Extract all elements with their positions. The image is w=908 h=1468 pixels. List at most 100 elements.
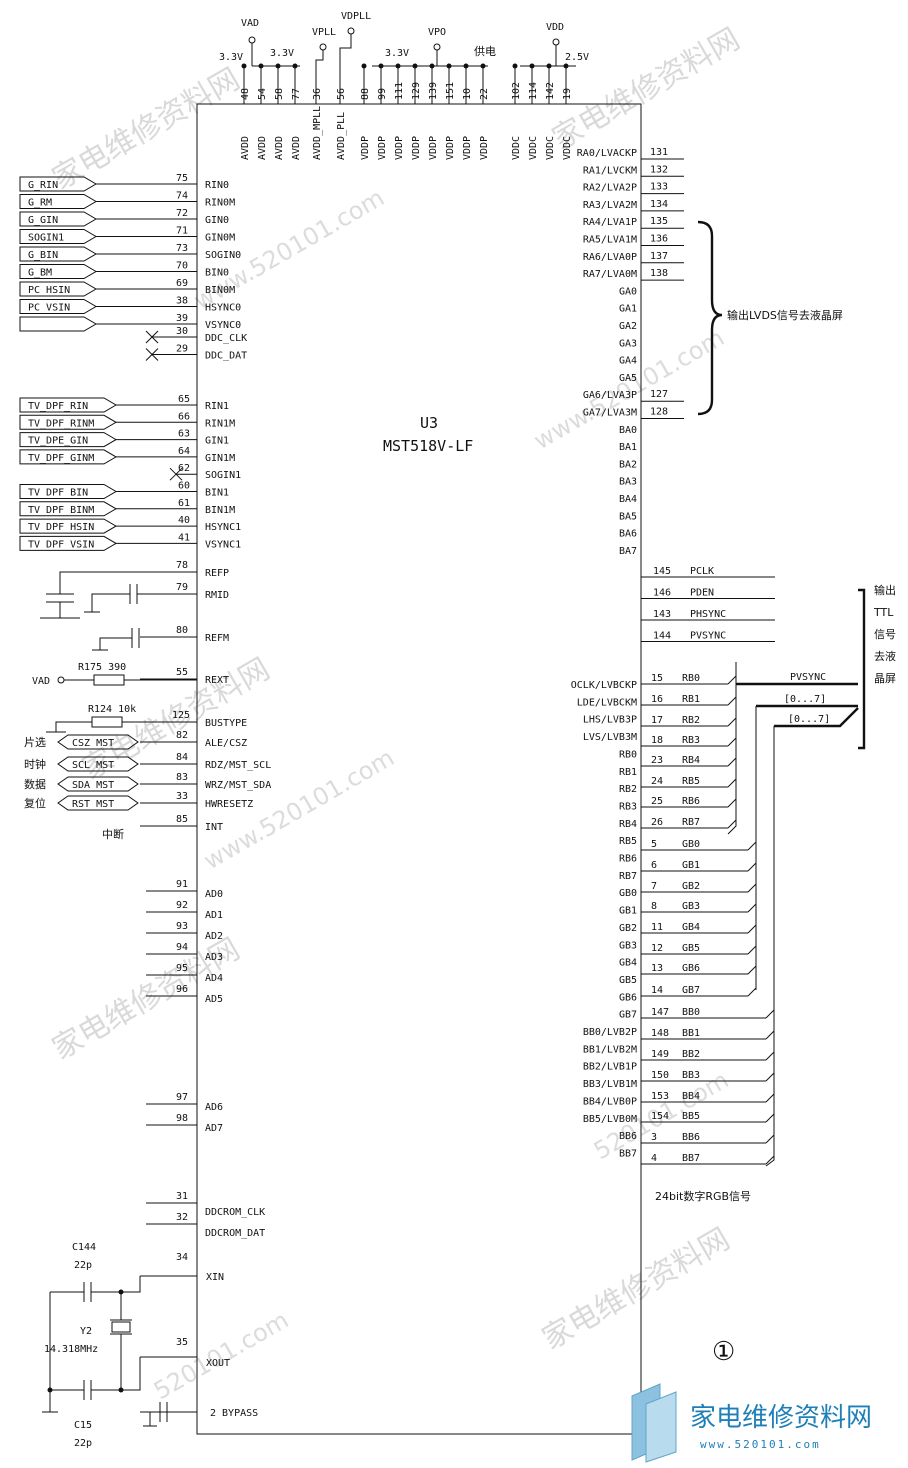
- vga-pin-name: RIN0M: [205, 198, 235, 209]
- rgb-inner-name: BB5/LVB0M: [583, 1114, 637, 1125]
- top-pin-name: VDDC: [545, 136, 556, 160]
- junction-dot: [241, 63, 247, 69]
- rgb-pin-number: 17: [651, 715, 663, 726]
- top-pin-name: VDDP: [377, 136, 388, 160]
- bus-trunk-b: [765, 726, 775, 1167]
- rgb-inner-name: RB6: [619, 854, 637, 865]
- top-pin-number: 151: [445, 82, 456, 100]
- lvds-pin-number: 131: [650, 147, 668, 158]
- bus-entry: [747, 862, 757, 872]
- vga-net-6: PC HSIN: [28, 285, 70, 296]
- vga-net-8-tag: [19, 316, 97, 332]
- ad-pin-name: AD5: [205, 994, 223, 1005]
- vga-net-1: G_RM: [28, 198, 52, 209]
- rgb-pin-name: GB4: [682, 922, 700, 933]
- rgb-pin-name: GB0: [682, 839, 700, 850]
- misc-pin-number: 79: [176, 582, 188, 593]
- top-pin-number: 36: [312, 88, 323, 100]
- tv-pin-name: RIN1: [205, 401, 229, 412]
- chip-body: [196, 103, 642, 1435]
- vga-net-0-tag: [19, 176, 97, 192]
- misc-pin-number: 84: [176, 752, 188, 763]
- tv-pin-number: 40: [178, 515, 190, 526]
- logo-url: www.520101.com: [700, 1438, 821, 1451]
- junction-dot: [512, 63, 518, 69]
- lvds-inner-name: RA1/LVCKM: [583, 165, 637, 176]
- rgb-inner-name: GB1: [619, 906, 637, 917]
- misc-pin-name: REFM: [205, 633, 229, 644]
- misc-pin-number: 85: [176, 814, 188, 825]
- top-pin-name: VDDC: [528, 136, 539, 160]
- rgb-pin-name: GB1: [682, 860, 700, 871]
- rgb-pin-number: 4: [651, 1153, 657, 1164]
- tv-pin-name: HSYNC1: [205, 522, 241, 533]
- bus-cn-label: 数据: [24, 777, 46, 791]
- rgb-pin-name: BB3: [682, 1070, 700, 1081]
- crystal-ref: Y2: [80, 1326, 92, 1337]
- top-pin-name: VDDP: [360, 136, 371, 160]
- rgb-pin-number: 5: [651, 839, 657, 850]
- rgb-inner-name: RB5: [619, 836, 637, 847]
- tv-pin-number: 64: [178, 446, 190, 457]
- ad-pin-number: 95: [176, 963, 188, 974]
- junction-dot: [546, 63, 552, 69]
- lvds-inner-name: GA6/LVA3P: [583, 390, 637, 401]
- vga-pin-number: 74: [176, 191, 188, 202]
- lvds-inner-name: BA1: [619, 442, 637, 453]
- rgb-pin-number: 149: [651, 1049, 669, 1060]
- junction-dot: [258, 63, 264, 69]
- xin-pin-number: 34: [176, 1252, 188, 1263]
- lvds-inner-name: BA6: [619, 529, 637, 540]
- tv-pin-name: RIN1M: [205, 418, 235, 429]
- no-connect-mark: [169, 467, 183, 481]
- vga-pin-name: SOGIN0: [205, 250, 241, 261]
- vga-net-2-tag: [19, 211, 97, 227]
- bus-tag: [57, 776, 139, 792]
- rgb-pin-name: RB3: [682, 735, 700, 746]
- watermark-brand-5: 家电维修资料网: [537, 1222, 736, 1357]
- bypass-pin: 2 BYPASS: [210, 1408, 258, 1419]
- lvds-inner-name: GA0: [619, 286, 637, 297]
- bus-entry: [747, 924, 757, 934]
- ttl-output-label: TTL: [873, 606, 894, 619]
- tv-pin-name: GIN1: [205, 436, 229, 447]
- ddc-pin-name: DDC_CLK: [205, 333, 247, 344]
- vga-pin-name: BIN0M: [205, 285, 235, 296]
- rail-vad: VAD: [241, 18, 259, 29]
- tv-net-7: TV DPF HSIN: [28, 522, 94, 533]
- rgb-inner-name: RB7: [619, 871, 637, 882]
- bus-tag: [57, 734, 139, 750]
- ttl-pin-name: PDEN: [690, 588, 714, 599]
- rgb-inner-name: RB1: [619, 767, 637, 778]
- volt-25: 2.5V: [565, 52, 589, 63]
- bus-tag: [57, 795, 139, 811]
- lvds-inner-name: GA7/LVA3M: [583, 408, 637, 419]
- top-pin-number: 77: [291, 88, 302, 100]
- top-pin-name: AVDD: [274, 136, 285, 160]
- bus-entry: [727, 675, 737, 685]
- bus-trunk-r: [727, 662, 737, 835]
- lvds-brace: [697, 220, 723, 416]
- bus-entry: [727, 737, 737, 747]
- rgb-inner-name: OCLK/LVBCKP: [571, 680, 637, 691]
- misc-pin-number: 80: [176, 625, 188, 636]
- lvds-pin-number: 128: [650, 407, 668, 418]
- vga-net-7-tag: [19, 299, 97, 314]
- bus-r-label: [0...7]: [784, 694, 826, 705]
- rgb-pin-name: BB1: [682, 1028, 700, 1039]
- ttl-pin-name: PVSYNC: [690, 631, 726, 642]
- bus-entry: [765, 1030, 775, 1040]
- rgb-inner-name: BB4/LVB0P: [583, 1096, 637, 1107]
- rgb-pin-name: BB7: [682, 1153, 700, 1164]
- top-pin-number: 102: [511, 82, 522, 100]
- tv-pin-name: BIN1: [205, 488, 229, 499]
- vga-pin-number: 69: [176, 278, 188, 289]
- ttl-brace: [858, 588, 866, 750]
- r124-body: [91, 716, 123, 728]
- bus-entry: [747, 987, 757, 997]
- tv-pin-name: VSYNC1: [205, 539, 241, 550]
- supply-label: 供电: [474, 44, 496, 58]
- rgb-pin-name: RB5: [682, 776, 700, 787]
- vga-net-5: G_BM: [28, 268, 52, 279]
- vga-net-4: G_BIN: [28, 250, 58, 261]
